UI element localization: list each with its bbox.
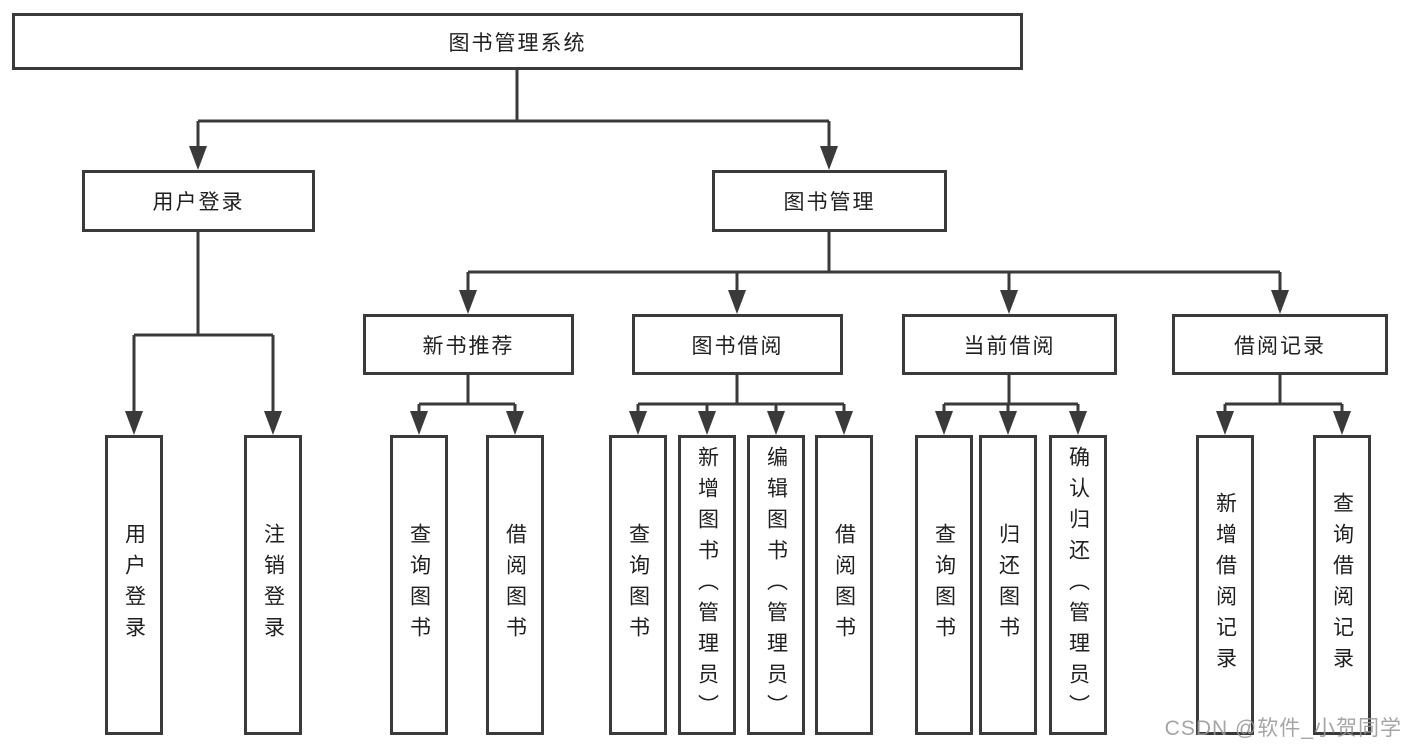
leaf-edit-book-admin: 编辑图书（管理员）	[747, 435, 805, 735]
leaf-query-borrow-record: 查询借阅记录	[1313, 435, 1371, 735]
leaf-current-query-book: 查询图书	[915, 435, 973, 735]
arrow-down-icon	[698, 411, 716, 435]
leaf-add-borrow-record: 新增借阅记录	[1196, 435, 1254, 735]
node-current-borrowing: 当前借阅	[902, 314, 1117, 375]
leaf-user-login: 用户登录	[105, 435, 163, 735]
arrow-down-icon	[410, 411, 428, 435]
leaf-logout: 注销登录	[244, 435, 302, 735]
arrow-down-icon	[125, 411, 143, 435]
leaf-borrow-query-book: 查询图书	[609, 435, 667, 735]
arrow-down-icon	[264, 411, 282, 435]
arrow-down-icon	[835, 411, 853, 435]
csdn-watermark: CSDN @软件_小贺同学	[1164, 717, 1402, 740]
arrow-down-icon	[506, 411, 524, 435]
leaf-confirm-return-admin: 确认归还（管理员）	[1049, 435, 1107, 735]
arrow-down-icon	[767, 411, 785, 435]
node-book-management: 图书管理	[712, 170, 947, 232]
node-borrowing-records: 借阅记录	[1172, 314, 1388, 375]
arrow-down-icon	[629, 411, 647, 435]
arrow-down-icon	[1000, 290, 1018, 314]
node-book-borrowing: 图书借阅	[632, 314, 843, 375]
node-user-login: 用户登录	[82, 170, 315, 232]
arrow-down-icon	[1271, 290, 1289, 314]
node-root-system: 图书管理系统	[12, 13, 1023, 70]
arrow-down-icon	[189, 146, 207, 170]
arrow-down-icon	[999, 411, 1017, 435]
arrow-down-icon	[1216, 411, 1234, 435]
arrow-down-icon	[935, 411, 953, 435]
leaf-add-book-admin: 新增图书（管理员）	[678, 435, 736, 735]
arrow-down-icon	[459, 290, 477, 314]
leaf-recommend-query-book: 查询图书	[390, 435, 448, 735]
arrow-down-icon	[728, 290, 746, 314]
leaf-return-book: 归还图书	[979, 435, 1037, 735]
node-new-book-recommend: 新书推荐	[363, 314, 574, 375]
leaf-borrow-book: 借阅图书	[815, 435, 873, 735]
arrow-down-icons	[125, 146, 1351, 435]
arrow-down-icon	[1333, 411, 1351, 435]
arrow-down-icon	[820, 146, 838, 170]
arrow-down-icon	[1069, 411, 1087, 435]
leaf-recommend-borrow-book: 借阅图书	[486, 435, 544, 735]
